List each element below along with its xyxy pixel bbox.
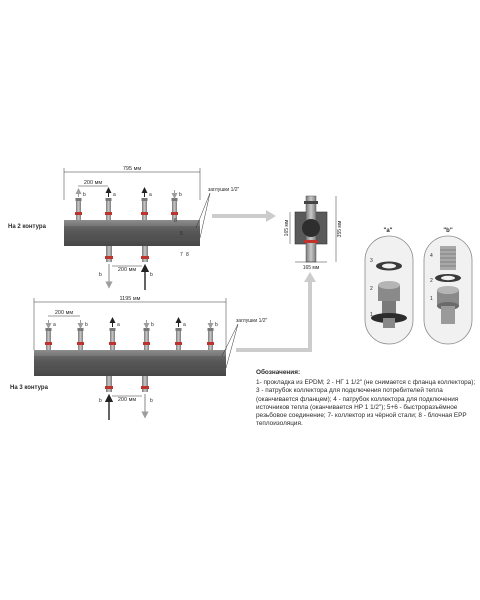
- part-number: 6: [174, 218, 177, 224]
- part-number: 5: [180, 231, 183, 237]
- port-letter: a: [183, 322, 186, 328]
- detail-a-title: "a": [383, 228, 392, 234]
- port-letter: a: [117, 322, 120, 328]
- dim-section-total: 355 мм: [337, 220, 343, 237]
- part-number: 1: [430, 296, 433, 302]
- collector-2-circuits: 795 мм 200 мм b a a b b b 200 мм 6: [8, 166, 240, 290]
- port-letter: b: [99, 272, 102, 278]
- unit-label: На 2 контура: [8, 224, 47, 230]
- detail-b: "b" 4 2 1: [423, 228, 473, 345]
- dim-795: 795 мм: [123, 166, 141, 172]
- part-number: 2: [370, 286, 373, 292]
- legend: Обозначения: 1- прокладка из EPDM; 2 - Н…: [256, 369, 478, 428]
- insulation-block: [34, 350, 226, 376]
- upper-ports: [75, 198, 178, 220]
- cross-section: 165 мм 355 мм 165 мм: [284, 195, 343, 271]
- port-letter: b: [179, 192, 182, 198]
- dim-section-width: 165 мм: [303, 265, 320, 271]
- plugs-label: заглушки 1/2": [208, 187, 240, 193]
- port-letter: b: [150, 272, 153, 278]
- port-letter: a: [53, 322, 56, 328]
- part-number: 8: [186, 252, 189, 258]
- part-number: 7: [180, 252, 183, 258]
- dim-section-height: 165 мм: [284, 219, 290, 236]
- part-number: 4: [430, 253, 433, 259]
- port-letter: b: [99, 398, 102, 404]
- detail-a: "a" 3 2 1: [364, 228, 414, 345]
- part-number: 1: [370, 312, 373, 318]
- port-letter: a: [113, 192, 116, 198]
- legend-title: Обозначения:: [256, 369, 301, 376]
- insulation-block: [64, 220, 200, 246]
- unit-label: На 3 контура: [10, 385, 49, 391]
- port-letter: b: [151, 322, 154, 328]
- upper-ports: [45, 328, 214, 350]
- port-letter: a: [149, 192, 152, 198]
- part-number: 3: [370, 258, 373, 264]
- connector-arrows: [212, 210, 316, 352]
- collector-3-circuits: 1195 мм 200 мм a b a b a b b b 20: [10, 296, 268, 420]
- port-letter: b: [215, 322, 218, 328]
- detail-b-title: "b": [443, 228, 453, 234]
- port-letter: b: [85, 322, 88, 328]
- dim-1195: 1195 мм: [120, 296, 141, 302]
- dim-top-pitch: 200 мм: [84, 180, 102, 186]
- part-number: 2: [430, 278, 433, 284]
- port-letter: b: [150, 398, 153, 404]
- dim-bottom-pitch: 200 мм: [118, 397, 136, 403]
- port-letter: b: [83, 192, 86, 198]
- legend-text: 1- прокладка из EPDM; 2 - НГ 1 1/2" (не …: [256, 379, 476, 428]
- plugs-label: заглушки 1/2": [236, 318, 268, 324]
- dim-bottom-pitch: 200 мм: [118, 267, 136, 273]
- dim-top-pitch: 200 мм: [55, 310, 73, 316]
